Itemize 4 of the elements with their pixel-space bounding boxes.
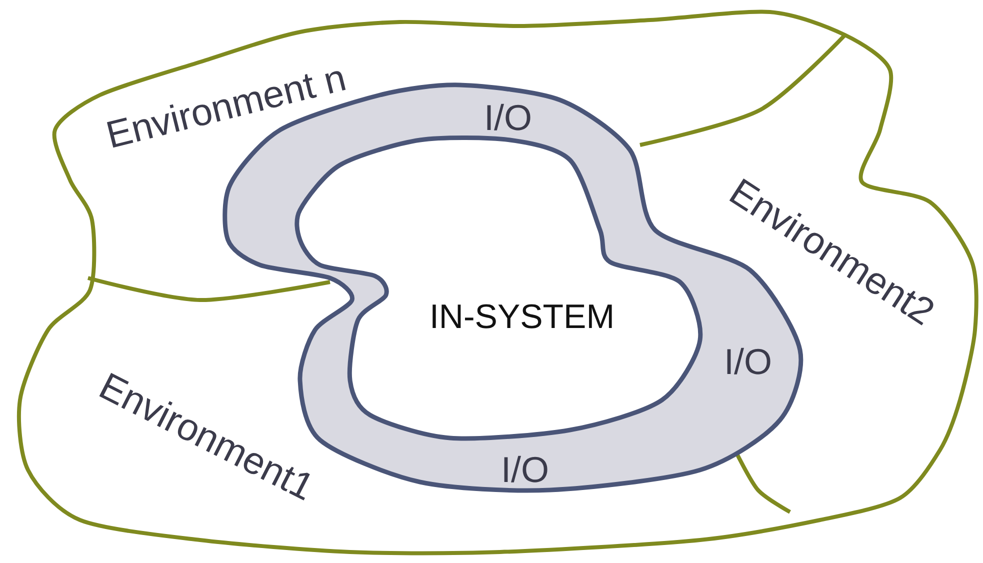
io-label: I/O xyxy=(724,344,772,380)
io-label: I/O xyxy=(501,452,549,488)
io-label: I/O xyxy=(484,100,532,136)
system-label: IN-SYSTEM xyxy=(402,300,642,340)
